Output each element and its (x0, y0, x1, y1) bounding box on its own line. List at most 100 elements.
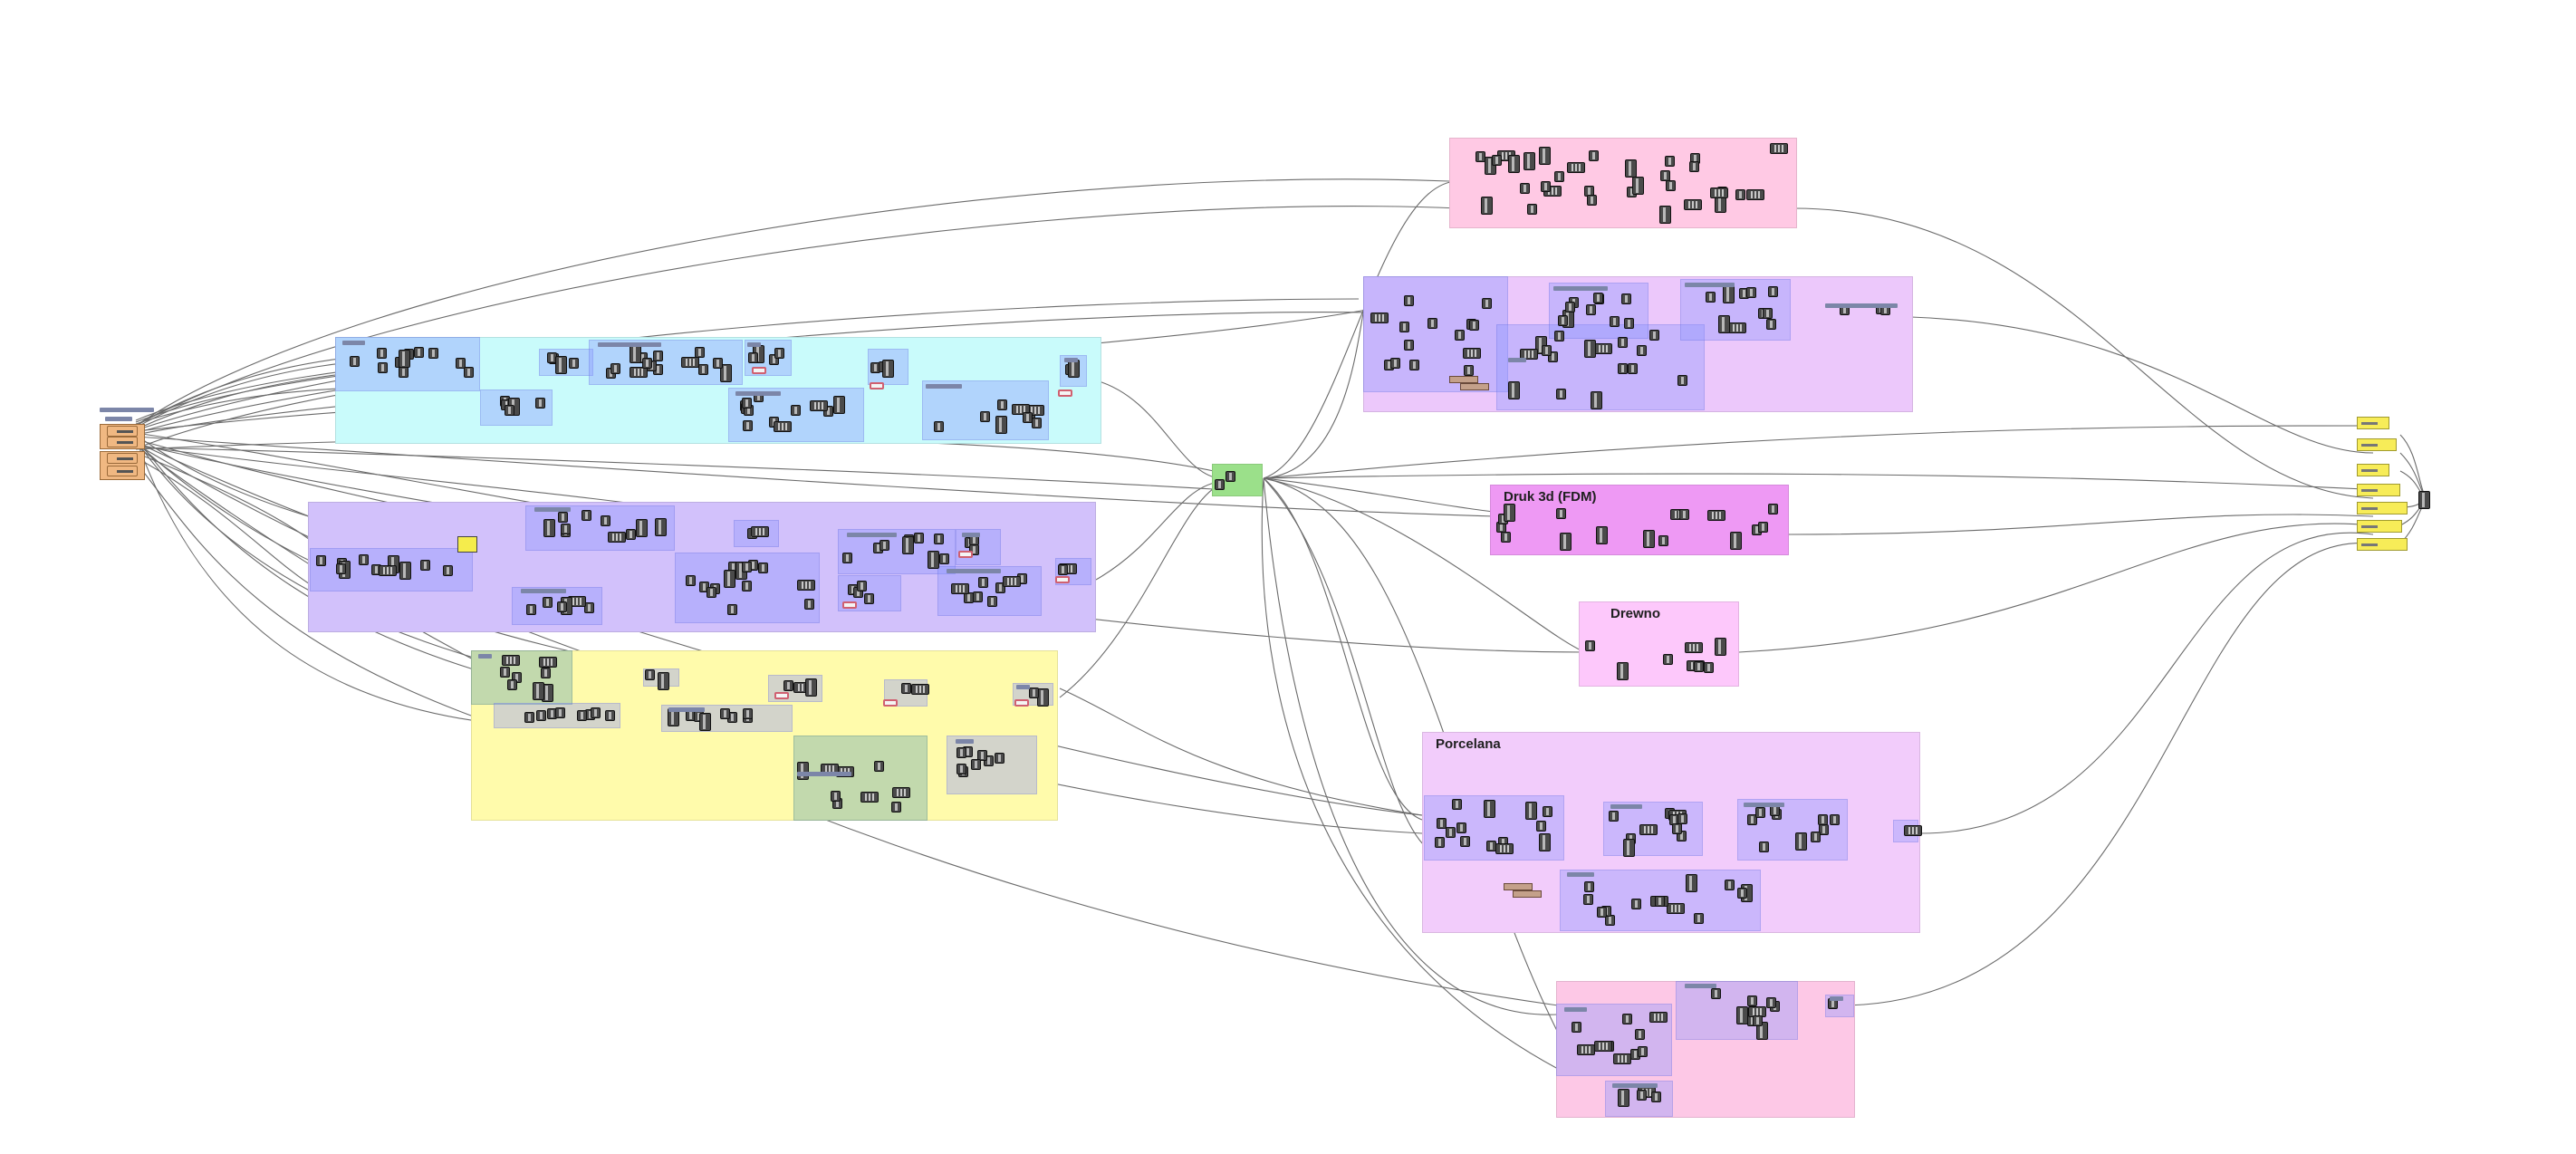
component-node[interactable] (1482, 298, 1492, 309)
component-node[interactable] (977, 750, 987, 761)
component-node[interactable] (1226, 471, 1235, 482)
component-node[interactable] (464, 367, 474, 378)
component-node[interactable] (1746, 287, 1756, 298)
component-node[interactable] (526, 604, 536, 615)
component-node[interactable] (584, 602, 594, 613)
component-node[interactable] (536, 710, 546, 721)
component-node[interactable] (1677, 375, 1687, 386)
component-node[interactable] (797, 580, 815, 591)
component-node[interactable] (1756, 1022, 1768, 1040)
component-node[interactable] (1735, 189, 1745, 200)
component-node[interactable] (742, 398, 752, 409)
component-node[interactable] (414, 347, 424, 358)
group-yellow[interactable] (471, 650, 1058, 821)
component-node[interactable] (1643, 530, 1655, 548)
component-node[interactable] (1068, 360, 1080, 378)
component-node[interactable] (1504, 504, 1515, 522)
component-node[interactable] (533, 682, 544, 700)
component-node[interactable] (601, 515, 610, 526)
component-node[interactable] (1585, 640, 1595, 651)
component-node[interactable] (1597, 907, 1607, 918)
component-node[interactable] (630, 367, 648, 378)
component-node[interactable] (543, 519, 555, 537)
group-druk[interactable]: Druk 3d (FDM) (1490, 485, 1789, 555)
component-node[interactable] (1460, 836, 1470, 847)
component-node[interactable] (1685, 642, 1703, 653)
component-node[interactable] (1718, 315, 1730, 333)
component-node[interactable] (1706, 292, 1716, 303)
component-node[interactable] (1527, 204, 1537, 215)
component-node[interactable] (1539, 833, 1551, 851)
component-node[interactable] (810, 400, 828, 411)
component-node[interactable] (543, 597, 553, 608)
component-node[interactable] (539, 657, 557, 668)
group-violet-top[interactable] (1363, 276, 1913, 412)
component-node[interactable] (928, 551, 939, 569)
component-node[interactable] (1686, 874, 1697, 892)
component-node[interactable] (1694, 913, 1704, 924)
component-node[interactable] (1435, 837, 1445, 848)
component-node[interactable] (1666, 180, 1676, 191)
component-node[interactable] (1492, 155, 1502, 166)
component-node[interactable] (456, 358, 466, 369)
component-node[interactable] (742, 562, 752, 572)
component-node[interactable] (823, 406, 833, 417)
component-node[interactable] (1586, 304, 1596, 315)
component-node[interactable] (1736, 1006, 1748, 1024)
component-node[interactable] (1625, 159, 1637, 178)
panel-component[interactable] (870, 382, 884, 389)
component-node[interactable] (1811, 832, 1821, 842)
component-node[interactable] (1795, 832, 1807, 851)
component-node[interactable] (699, 713, 711, 731)
component-node[interactable] (987, 596, 997, 607)
component-node[interactable] (1624, 318, 1634, 329)
component-node[interactable] (774, 421, 792, 432)
component-node[interactable] (1452, 799, 1462, 810)
component-node[interactable] (706, 587, 716, 598)
component-node[interactable] (791, 405, 801, 416)
component-node[interactable] (1539, 147, 1551, 165)
component-node[interactable] (350, 356, 360, 367)
component-node[interactable] (1694, 661, 1704, 672)
slider-component[interactable] (1504, 883, 1533, 890)
component-node[interactable] (336, 563, 346, 574)
component-node[interactable] (980, 411, 990, 422)
component-node[interactable] (864, 593, 874, 604)
component-node[interactable] (1819, 824, 1829, 835)
component-node[interactable] (1768, 504, 1778, 514)
component-node[interactable] (1215, 479, 1225, 490)
component-node[interactable] (1572, 1022, 1581, 1033)
component-node[interactable] (1830, 814, 1840, 825)
component-node[interactable] (742, 581, 752, 591)
component-node[interactable] (653, 351, 663, 361)
component-node[interactable] (1637, 345, 1647, 356)
component-node[interactable] (1390, 358, 1400, 369)
component-node[interactable] (973, 591, 983, 602)
component-node[interactable] (1584, 881, 1594, 892)
component-node[interactable] (1635, 1029, 1645, 1040)
component-node[interactable] (1523, 152, 1535, 170)
component-node[interactable] (1651, 1091, 1661, 1102)
component-node[interactable] (1558, 315, 1568, 326)
component-node[interactable] (713, 358, 723, 369)
component-node[interactable] (984, 755, 994, 766)
component-node[interactable] (1610, 316, 1620, 327)
component-node[interactable] (995, 753, 1004, 764)
component-node[interactable] (833, 396, 845, 414)
component-node[interactable] (399, 562, 411, 580)
component-node[interactable] (1520, 183, 1530, 194)
component-node[interactable] (698, 364, 708, 375)
component-node[interactable] (502, 655, 520, 666)
component-node[interactable] (1715, 638, 1726, 656)
component-node[interactable] (541, 668, 551, 678)
component-node[interactable] (951, 583, 969, 594)
component-node[interactable] (608, 532, 626, 543)
slider-component[interactable] (1460, 383, 1489, 390)
component-node[interactable] (743, 708, 753, 719)
component-node[interactable] (1659, 206, 1671, 224)
component-node[interactable] (1594, 1041, 1612, 1052)
component-node[interactable] (1481, 197, 1493, 215)
component-node[interactable] (1556, 389, 1566, 399)
component-node[interactable] (934, 421, 944, 432)
